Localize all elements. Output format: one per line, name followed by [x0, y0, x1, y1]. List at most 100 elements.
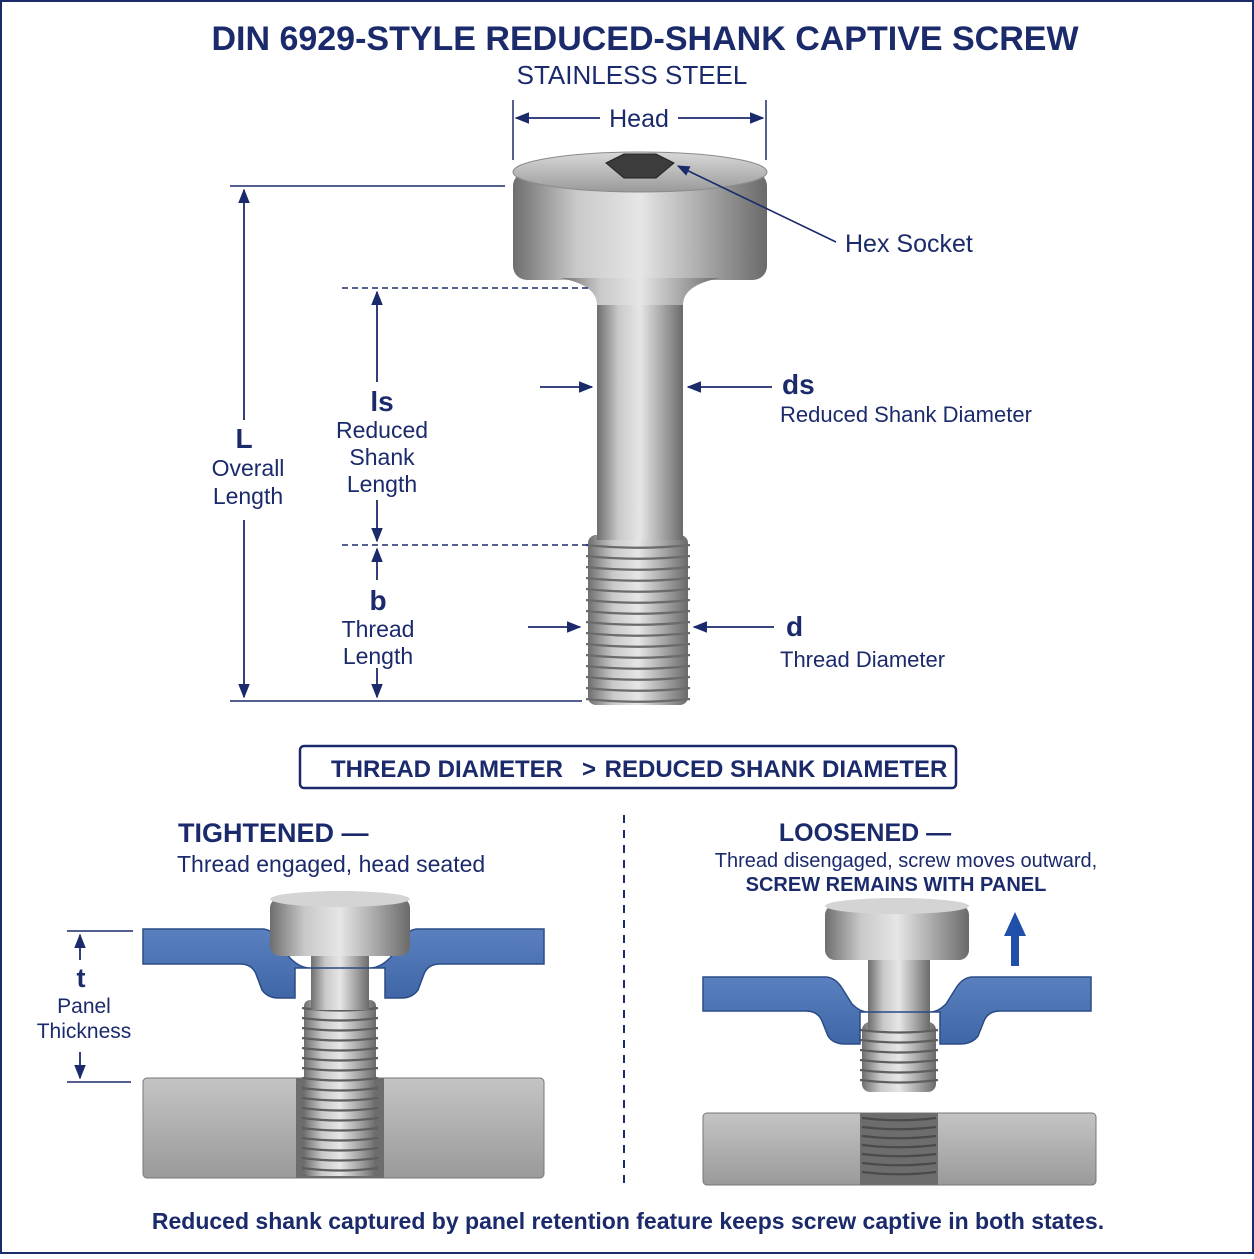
shank-length-line2: Shank	[349, 444, 415, 470]
thread-ridge	[301, 1026, 379, 1032]
thread-ridge	[859, 1028, 939, 1034]
shank-length-line1: Reduced	[336, 417, 428, 443]
thread-ridge	[861, 1161, 937, 1167]
main-screw	[512, 151, 768, 705]
thread-ridge	[301, 1116, 379, 1122]
tightened-caption: Thread engaged, head seated	[177, 851, 485, 877]
thread-ridge	[301, 1046, 379, 1052]
thread-length-dimension: b Thread Length	[342, 547, 415, 699]
tightened-panel	[142, 928, 545, 999]
thread-ridge	[585, 653, 691, 659]
thread-ridge	[585, 631, 691, 637]
panel-thickness-symbol: t	[77, 963, 86, 993]
thread-ridge	[859, 1078, 939, 1084]
thread-body	[588, 535, 688, 705]
thread-diameter-label: Thread Diameter	[780, 647, 945, 672]
hex-socket-icon	[605, 153, 675, 179]
thread-diameter-dimension: d Thread Diameter	[528, 611, 945, 672]
thread-ridge	[585, 598, 691, 604]
page-title: DIN 6929-STYLE REDUCED-SHANK CAPTIVE SCR…	[211, 20, 1079, 58]
thread-ridge	[301, 1016, 379, 1022]
shank-diameter-symbol: ds	[782, 369, 815, 400]
thread-ridge	[301, 1086, 379, 1092]
loosened-thread-ridges	[859, 1028, 939, 1084]
thread-ridge	[301, 1056, 379, 1062]
thread-ridge	[585, 620, 691, 626]
thread-ridge	[861, 1125, 937, 1131]
thread-ridge	[301, 1006, 379, 1012]
tightened-section: TIGHTENED — Thread engaged, head seated …	[37, 818, 545, 1179]
tightened-screw-head	[270, 898, 410, 956]
thread-ridge	[585, 543, 691, 549]
hex-socket-callout: Hex Socket	[676, 165, 973, 258]
thread-ridge	[859, 1048, 939, 1054]
thread-ridge	[861, 1152, 937, 1158]
thread-ridge	[859, 1038, 939, 1044]
tightened-thread-ridges	[301, 1006, 379, 1172]
loosened-screw-shank	[868, 955, 930, 1030]
thread-ridge	[861, 1170, 937, 1176]
thread-ridge	[301, 1136, 379, 1142]
shank-length-line3: Length	[347, 471, 417, 497]
page-subtitle: STAINLESS STEEL	[517, 60, 748, 90]
panel-thickness-line2: Thickness	[37, 1020, 132, 1043]
loosened-hole-threads	[861, 1116, 937, 1176]
loosened-screw-head	[825, 905, 969, 960]
shank-diameter-dimension: ds Reduced Shank Diameter	[540, 369, 1032, 427]
hex-socket-label: Hex Socket	[845, 230, 973, 258]
loosened-panel	[702, 976, 1092, 1045]
thread-ridge	[585, 587, 691, 593]
thread-ridge	[585, 554, 691, 560]
thread-ridge	[861, 1116, 937, 1122]
shank-length-dimension: ls Reduced Shank Length	[336, 287, 592, 546]
thread-ridge	[301, 1146, 379, 1152]
shank-diameter-label: Reduced Shank Diameter	[780, 402, 1032, 427]
thread-ridge	[861, 1134, 937, 1140]
loosened-screw-thread	[862, 1022, 936, 1092]
tightened-screw-thread	[304, 1000, 376, 1176]
thread-ridge	[585, 697, 691, 703]
thread-length-line1: Thread	[342, 616, 415, 642]
thread-ridge	[859, 1068, 939, 1074]
reduced-shank	[597, 272, 683, 540]
loosened-heading: LOOSENED —	[779, 819, 951, 847]
tightened-heading: TIGHTENED —	[178, 818, 369, 848]
thread-ridge	[301, 1076, 379, 1082]
thread-length-symbol: b	[369, 585, 386, 616]
head-label: Head	[609, 105, 669, 133]
thread-ridge	[301, 1126, 379, 1132]
thread-ridge	[585, 642, 691, 648]
thread-ridge	[301, 1036, 379, 1042]
overall-length-line1: Overall	[212, 455, 285, 481]
thread-ridge	[301, 1066, 379, 1072]
screw-head	[513, 172, 767, 280]
loosened-head-top	[825, 898, 969, 914]
thread-ridge	[301, 1096, 379, 1102]
comparison-operator: >	[582, 756, 596, 783]
overall-length-line2: Length	[213, 483, 283, 509]
head-fillet	[560, 278, 720, 305]
thread-ridge	[585, 664, 691, 670]
comparison-left: THREAD DIAMETER	[331, 756, 563, 783]
shank-length-symbol: ls	[370, 386, 393, 417]
tightened-head-top	[270, 891, 410, 907]
overall-length-symbol: L	[235, 423, 252, 454]
footer-caption: Reduced shank captured by panel retentio…	[152, 1208, 1104, 1234]
thread-ridge	[585, 576, 691, 582]
thread-diameter-symbol: d	[786, 611, 803, 642]
thread-ridge	[301, 1156, 379, 1162]
thread-ridge	[585, 609, 691, 615]
thread-ridge	[585, 565, 691, 571]
thread-ridge	[585, 675, 691, 681]
overall-length-dimension: L Overall Length	[212, 185, 582, 702]
thread-ridges	[585, 543, 691, 703]
thread-ridge	[301, 1166, 379, 1172]
thread-ridge	[301, 1106, 379, 1112]
head-dimension: Head	[512, 100, 767, 160]
comparison-right: REDUCED SHANK DIAMETER	[605, 756, 948, 783]
panel-thickness-line1: Panel	[57, 995, 111, 1018]
loosened-section: LOOSENED — Thread disengaged, screw move…	[702, 819, 1097, 1186]
